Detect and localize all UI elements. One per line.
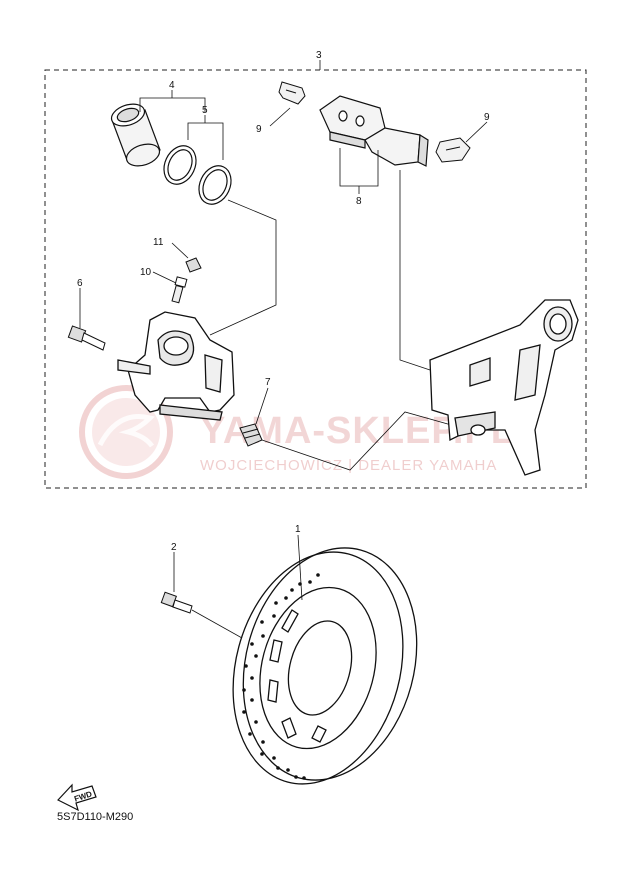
callout-10: 10 [140,267,152,278]
callout-4: 4 [169,80,175,91]
disc-drill-holes [242,573,320,780]
pad-spring-right [435,137,471,163]
bleed-screw [171,276,188,304]
caliper-body [117,311,235,421]
callout-9-left: 9 [256,124,262,135]
callout-9-right: 9 [484,112,490,123]
watermark-tagline: WOJCIECHOWICZ | DEALER YAMAHA [200,457,497,474]
callout-11: 11 [153,237,164,248]
piston-seals [163,145,232,205]
forward-arrow-icon: FWD [57,783,97,812]
diagram-code: 5S7D110-M290 [57,811,133,823]
callout-6: 6 [77,278,83,289]
callout-5: 5 [202,105,208,116]
brake-pads [319,95,429,167]
pad-spring-left [278,81,306,105]
piston [110,103,161,167]
callout-3: 3 [316,50,322,61]
caliper-bolt [67,325,106,351]
callout-2: 2 [171,542,177,553]
callout-8: 8 [356,196,362,207]
callout-1: 1 [295,524,301,535]
disc-bolt [160,591,193,614]
callout-7: 7 [265,377,271,388]
bleed-cap [185,257,202,273]
caliper-assembly-box [44,69,587,489]
brake-disc [232,547,418,785]
caliper-bracket [429,299,579,476]
